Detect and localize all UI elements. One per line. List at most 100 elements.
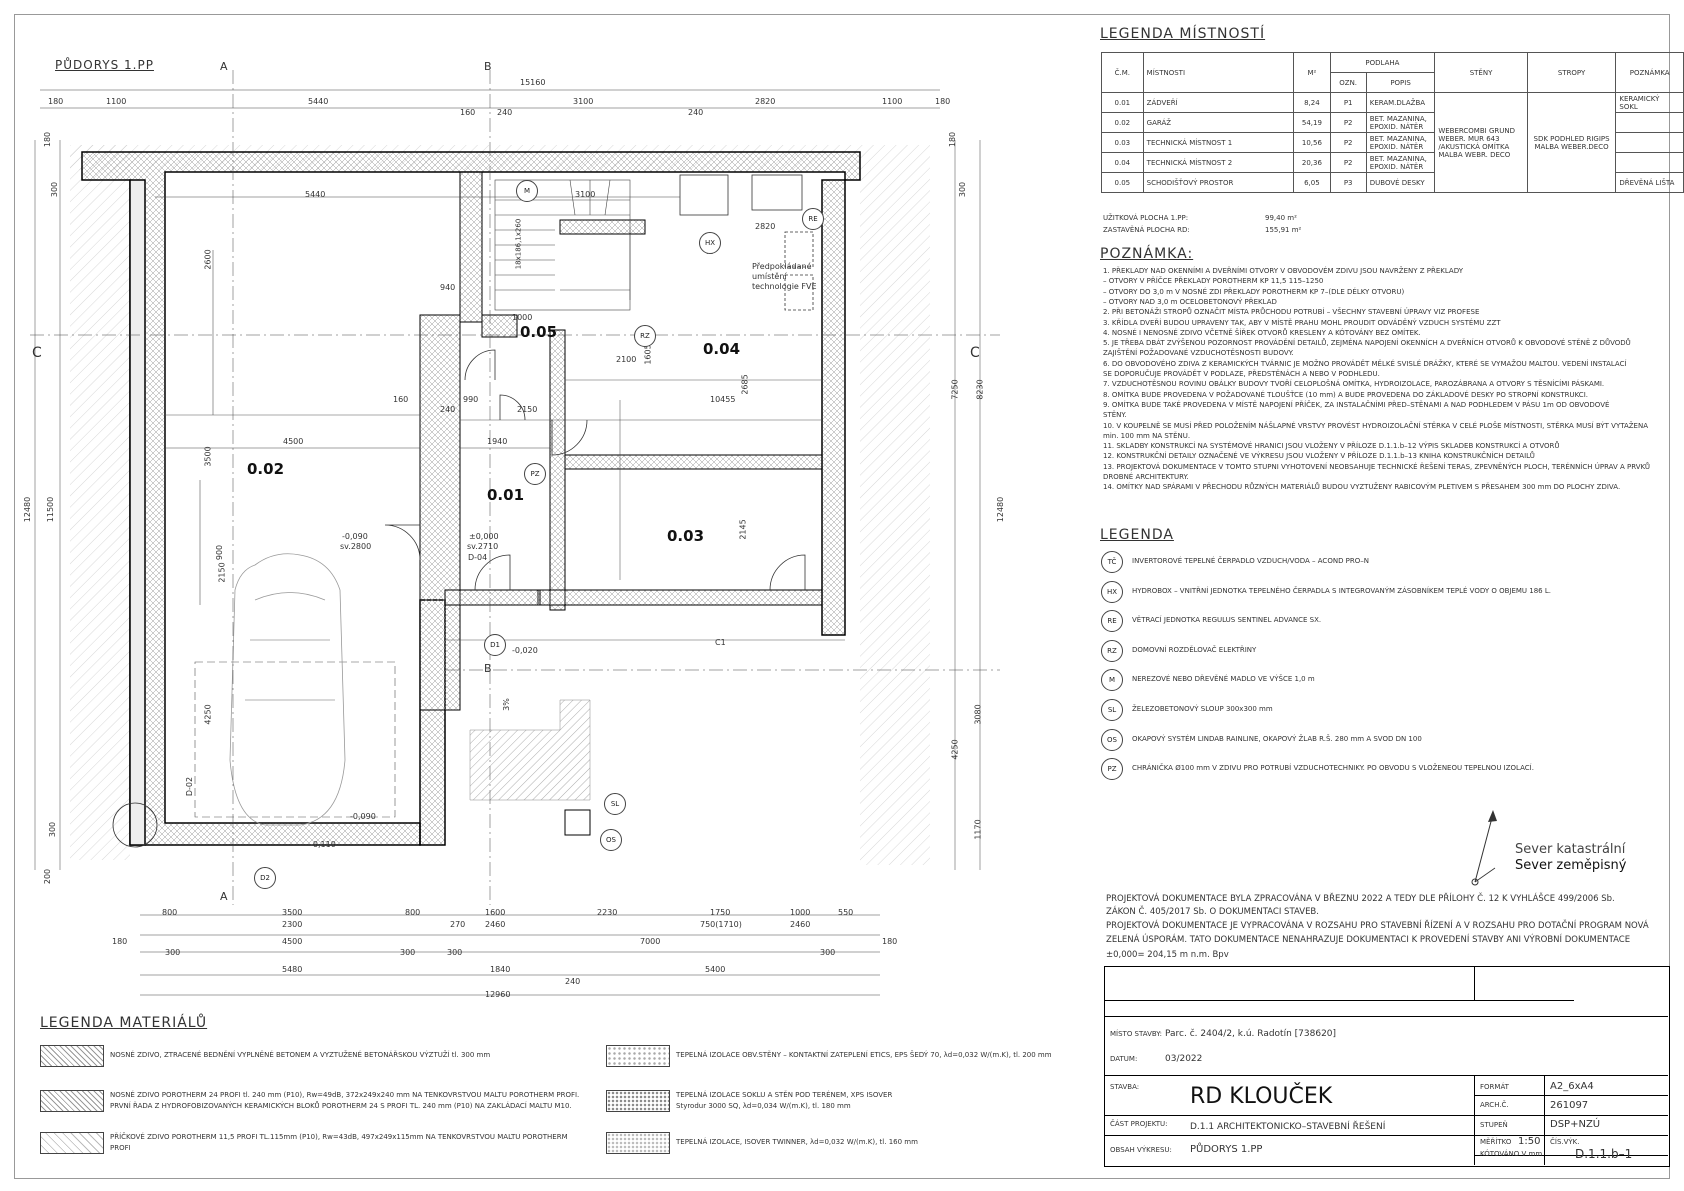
level-mark: ±0,000 — [469, 532, 499, 541]
note-line: 5. JE TŘEBA DBÁT ZVÝŠENOU POZORNOST PROV… — [1103, 339, 1631, 348]
cell: 6,05 — [1293, 172, 1331, 193]
room-label: 0.01 — [487, 486, 525, 504]
car-outline — [229, 553, 346, 826]
dim: 240 — [497, 108, 513, 117]
sheet-border — [14, 14, 1670, 1179]
note-line: 6. DO OBVODOVÉHO ZDIVA Z KERAMICKÝCH TVÁ… — [1103, 359, 1627, 368]
dim: 200 — [43, 868, 53, 885]
door-swings — [112, 349, 806, 848]
note-line: ZAJIŠTĚNÍ POŽADOVANÉ VZDUCHOTĚSNOSTI BUD… — [1103, 349, 1294, 358]
material-swatch — [40, 1132, 104, 1154]
level-mark: -0,090 — [342, 532, 368, 541]
dim: 1750 — [710, 908, 731, 917]
outer-walls — [81, 151, 861, 846]
legend-text: OKAPOVÝ SYSTÉM LINDAB RAINLINE, OKAPOVÝ … — [1132, 734, 1422, 743]
cell: BET. MAZANINA, EPOXID. NÁTĚR — [1365, 132, 1436, 153]
dim: 5480 — [282, 965, 303, 974]
dim: 240 — [565, 977, 581, 986]
project-note-line: PROJEKTOVÁ DOKUMENTACE JE VYPRACOVÁNA V … — [1106, 921, 1649, 931]
built-area-value: 155,91 m² — [1265, 226, 1302, 234]
floor-plan — [30, 70, 1000, 996]
north-cadastral-label: Sever katastrální — [1515, 842, 1626, 857]
room-label: 0.02 — [247, 460, 285, 478]
cell: KERAM.DLAŽBA — [1365, 92, 1436, 113]
dim: 750(1710) — [700, 920, 742, 929]
material-text: TEPELNÁ IZOLACE OBV.STĚNY – KONTAKTNÍ ZA… — [676, 1051, 1052, 1059]
material-swatch — [606, 1045, 670, 1067]
note-line: 1. PŘEKLADY NAD OKENNÍMI A DVEŘNÍMI OTVO… — [1103, 267, 1463, 275]
material-text: TEPELNÁ IZOLACE SOKLU A STĚN POD TERÉNEM… — [676, 1091, 893, 1110]
cell: P2 — [1329, 112, 1367, 133]
dim: 2100 — [616, 355, 637, 364]
material-text: NOSNÉ ZDIVO POROTHERM 24 PROFI tl. 240 m… — [110, 1091, 580, 1110]
dim: 800 — [405, 908, 421, 917]
dim: 1940 — [487, 437, 508, 446]
note-line: – OTVORY DO 3,0 m V NOSNÉ ZDI PŘEKLADY P… — [1103, 287, 1405, 296]
project-note-line: ZELENÁ ÚSPORÁM. TATO DOKUMENTACE NENAHRA… — [1106, 935, 1631, 945]
tb-stavba-label: STAVBA: — [1110, 1083, 1140, 1091]
dim: 180 — [48, 97, 64, 106]
built-area-label: ZASTAVĚNÁ PLOCHA RD: — [1103, 226, 1190, 234]
legend-symbol: TČ — [1101, 551, 1123, 573]
dim: 4500 — [283, 437, 304, 446]
dim: 1605 — [643, 344, 653, 365]
cell: 0.02 — [1101, 112, 1144, 133]
level-mark: sv.2800 — [340, 542, 372, 551]
tb-obsah-label: OBSAH VÝKRESU: — [1110, 1146, 1172, 1154]
cell: 0.05 — [1101, 172, 1144, 193]
section-mark: C — [32, 345, 42, 361]
dim: 12480 — [23, 496, 33, 523]
legend-symbol: HX — [1101, 580, 1123, 603]
dim: 1100 — [106, 97, 127, 106]
dim: 940 — [440, 283, 456, 292]
dim: 7000 — [640, 937, 661, 946]
col-header: OZN. — [1329, 72, 1367, 93]
dim: 240 — [688, 108, 704, 117]
dim: 2460 — [790, 920, 811, 929]
cell: 8,24 — [1293, 92, 1331, 113]
legend-text: DOMOVNÍ ROZDĚLOVAČ ELEKTŘINY — [1132, 645, 1257, 654]
gutter-symbol: OS — [600, 829, 622, 851]
material-swatch — [40, 1090, 104, 1112]
distribution-board-symbol: RZ — [634, 325, 656, 347]
dim: 1000 — [790, 908, 811, 917]
dim: 2820 — [755, 97, 776, 106]
dim: 3100 — [575, 190, 596, 199]
legend-text: ŽELEZOBETONOVÝ SLOUP 300x300 mm — [1132, 705, 1273, 713]
north-arrow-icon — [1471, 810, 1497, 886]
level-mark: -0,090 — [350, 812, 376, 821]
cell: DUBOVÉ DESKY — [1365, 172, 1436, 193]
level-mark: -0,110 — [310, 840, 336, 849]
materials-title: LEGENDA MATERIÁLŮ — [40, 1015, 208, 1031]
fve-note: Předpokládané — [752, 262, 812, 271]
legend-text: HYDROBOX – VNITŘNÍ JEDNOTKA TEPELNÉHO ČE… — [1132, 586, 1551, 595]
dim: 300 — [447, 948, 463, 957]
door-tag-d1: D1 — [484, 634, 506, 656]
dim: 11500 — [46, 496, 56, 523]
col-header: MÍSTNOSTI — [1142, 52, 1295, 93]
cell: 0.01 — [1101, 92, 1144, 113]
material-swatch — [40, 1045, 104, 1067]
dim: 3100 — [573, 97, 594, 106]
cell: ZÁDVEŘÍ — [1142, 92, 1295, 113]
dim: 4250 — [203, 704, 213, 725]
dim: 2300 — [282, 920, 303, 929]
col-header: STĚNY — [1434, 52, 1528, 93]
dim: 160 — [393, 395, 409, 404]
material-swatch — [606, 1090, 670, 1112]
dim: 8230 — [975, 379, 985, 400]
note-line: 14. OMÍTKY NAD SPÁRAMI V PŘECHODU RŮZNÝC… — [1103, 483, 1621, 492]
legend-symbol: SL — [1101, 699, 1123, 721]
dim: 300 — [48, 821, 58, 838]
note-line: STĚNY. — [1103, 411, 1127, 420]
cell: TECHNICKÁ MÍSTNOST 2 — [1142, 152, 1295, 173]
dim: 2145 — [738, 519, 748, 540]
equipment-boxes — [679, 174, 814, 311]
level-mark: -0,020 — [512, 646, 538, 655]
legend-text: NEREZOVÉ NEBO DŘEVĚNÉ MADLO VE VÝŠCE 1,0… — [1132, 675, 1315, 684]
tb-datum: 03/2022 — [1165, 1054, 1203, 1064]
room-label: 0.05 — [520, 323, 558, 341]
legend-symbol: OS — [1101, 728, 1123, 751]
dim: 550 — [838, 908, 854, 917]
tb-arch: 261097 — [1550, 1100, 1589, 1111]
